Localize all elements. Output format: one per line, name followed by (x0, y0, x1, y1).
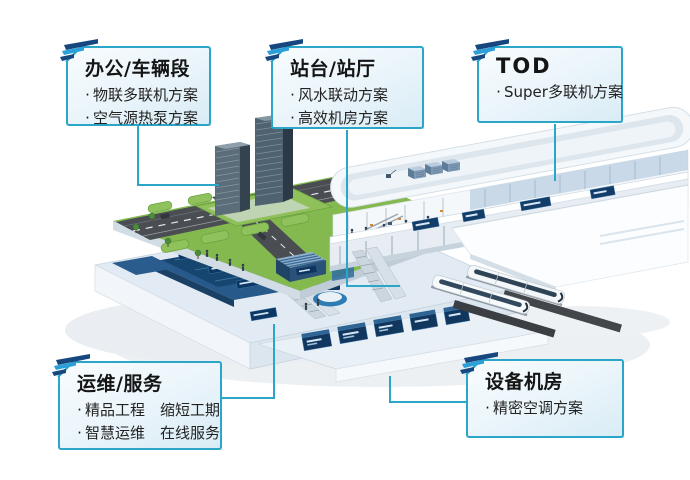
callout-equipment: 设备机房 ·精密空调方案 (460, 352, 624, 438)
callout-title: 设备机房 (485, 371, 564, 393)
bullet-dot: · (290, 108, 295, 127)
solution-list: ·风水联动方案 ·高效机房方案 (287, 84, 412, 129)
station-roof (330, 106, 690, 208)
solution-text: 精品工程 缩短工期 (85, 401, 221, 419)
solution-item: ·精密空调方案 (482, 397, 612, 420)
callout-title: TOD (496, 54, 552, 78)
solution-item: ·智慧运维 在线服务 (74, 422, 220, 445)
solution-item: ·高效机房方案 (287, 107, 412, 130)
rail-tracks (452, 290, 622, 338)
solution-list: ·Super多联机方案 (493, 81, 623, 104)
car (257, 231, 267, 241)
callout-title: 运维/服务 (77, 373, 163, 395)
right-wing-slab (451, 184, 689, 292)
leader-office (137, 126, 219, 186)
leader-lines (137, 124, 556, 403)
bullet-dot: · (77, 401, 82, 419)
trees (132, 212, 202, 259)
solution-item: ·空气源热泵方案 (82, 107, 199, 127)
car (160, 213, 170, 219)
callout-title: 站台/站厅 (290, 58, 376, 80)
solution-text: 精密空调方案 (493, 399, 584, 417)
station-building (329, 106, 690, 303)
room-label-plate (249, 307, 278, 322)
callout-office: 办公/车辆段 ·物联多联机方案 ·空气源热泵方案 (60, 39, 211, 127)
bullet-dot: · (496, 83, 501, 101)
street-deck (113, 114, 473, 300)
solution-list: ·物联多联机方案 ·空气源热泵方案 (82, 84, 199, 127)
callout-platform: 站台/站厅 ·风水联动方案 ·高效机房方案 (265, 39, 424, 129)
solution-text: 智慧运维 在线服务 (85, 423, 221, 442)
bullet-dot: · (85, 86, 90, 104)
equipment-room-plates (301, 303, 471, 352)
solution-item: ·物联多联机方案 (82, 84, 199, 107)
train (465, 264, 565, 307)
grass-islands (147, 193, 310, 253)
tod-towers (194, 114, 334, 227)
fascia-label-plates (411, 185, 616, 232)
solution-item: ·精品工程 缩短工期 (74, 399, 220, 422)
solution-item: ·Super多联机方案 (493, 81, 623, 104)
trains (430, 264, 565, 317)
bullet-dot: · (290, 86, 295, 104)
solution-text: 空气源热泵方案 (93, 108, 199, 127)
tower-left (215, 142, 250, 216)
bullet-dot: · (77, 423, 82, 442)
callout-tod: TOD ·Super多联机方案 (471, 39, 623, 123)
solution-text: 风水联动方案 (298, 86, 389, 104)
solution-list: ·精品工程 缩短工期 ·智慧运维 在线服务 (74, 399, 220, 445)
solution-text: 高效机房方案 (298, 108, 389, 127)
room-label-plate (296, 265, 317, 276)
leader-ops (221, 324, 275, 399)
rooftop-hvac-units (386, 159, 460, 179)
callout-title: 办公/车辆段 (85, 58, 190, 80)
bullet-dot: · (85, 108, 90, 127)
leader-equipment (389, 376, 466, 403)
leader-platform (346, 130, 400, 287)
concourse-equipment (370, 210, 443, 226)
solution-text: 物联多联机方案 (93, 86, 199, 104)
solution-list: ·精密空调方案 (482, 397, 612, 420)
bullet-dot: · (485, 399, 490, 417)
solution-text: Super多联机方案 (504, 83, 623, 101)
solution-item: ·风水联动方案 (287, 84, 412, 107)
callout-ops: 运维/服务 ·精品工程 缩短工期 ·智慧运维 在线服务 (52, 354, 222, 450)
depot-building (276, 252, 326, 282)
train (430, 274, 530, 317)
